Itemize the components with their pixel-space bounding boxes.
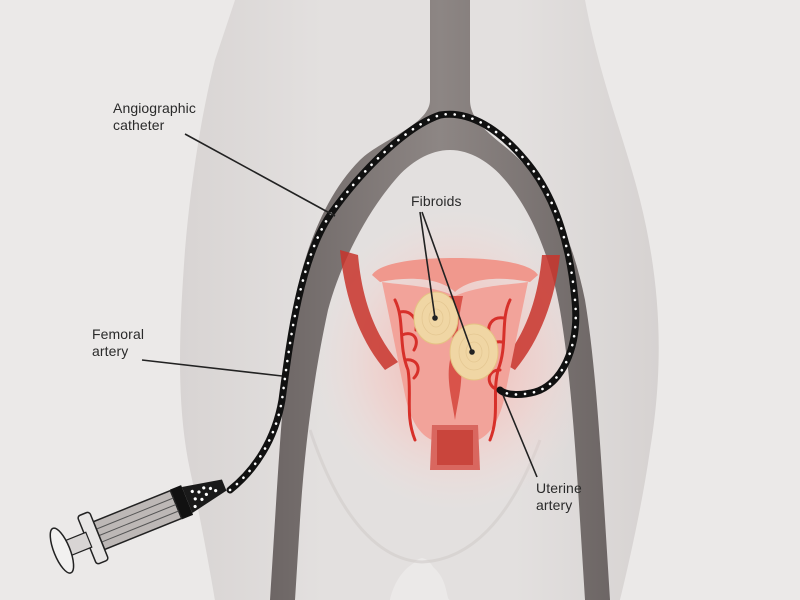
label-femoral-artery: Femoral artery (92, 326, 145, 359)
leader-fibroid-2 (421, 211, 473, 353)
angiographic-catheter (226, 110, 580, 494)
leader-lines (141, 133, 538, 478)
label-angiographic-catheter: Angiographic catheter (113, 100, 196, 133)
leader-uterine (502, 394, 538, 478)
label-fibroids: Fibroids (411, 193, 462, 209)
leader-fibroid-1 (419, 211, 436, 319)
vessels (270, 0, 610, 600)
label-uterine-artery: Uterine artery (536, 480, 582, 513)
syringe (49, 479, 227, 574)
leader-femoral (141, 359, 283, 377)
leader-catheter (184, 133, 336, 217)
